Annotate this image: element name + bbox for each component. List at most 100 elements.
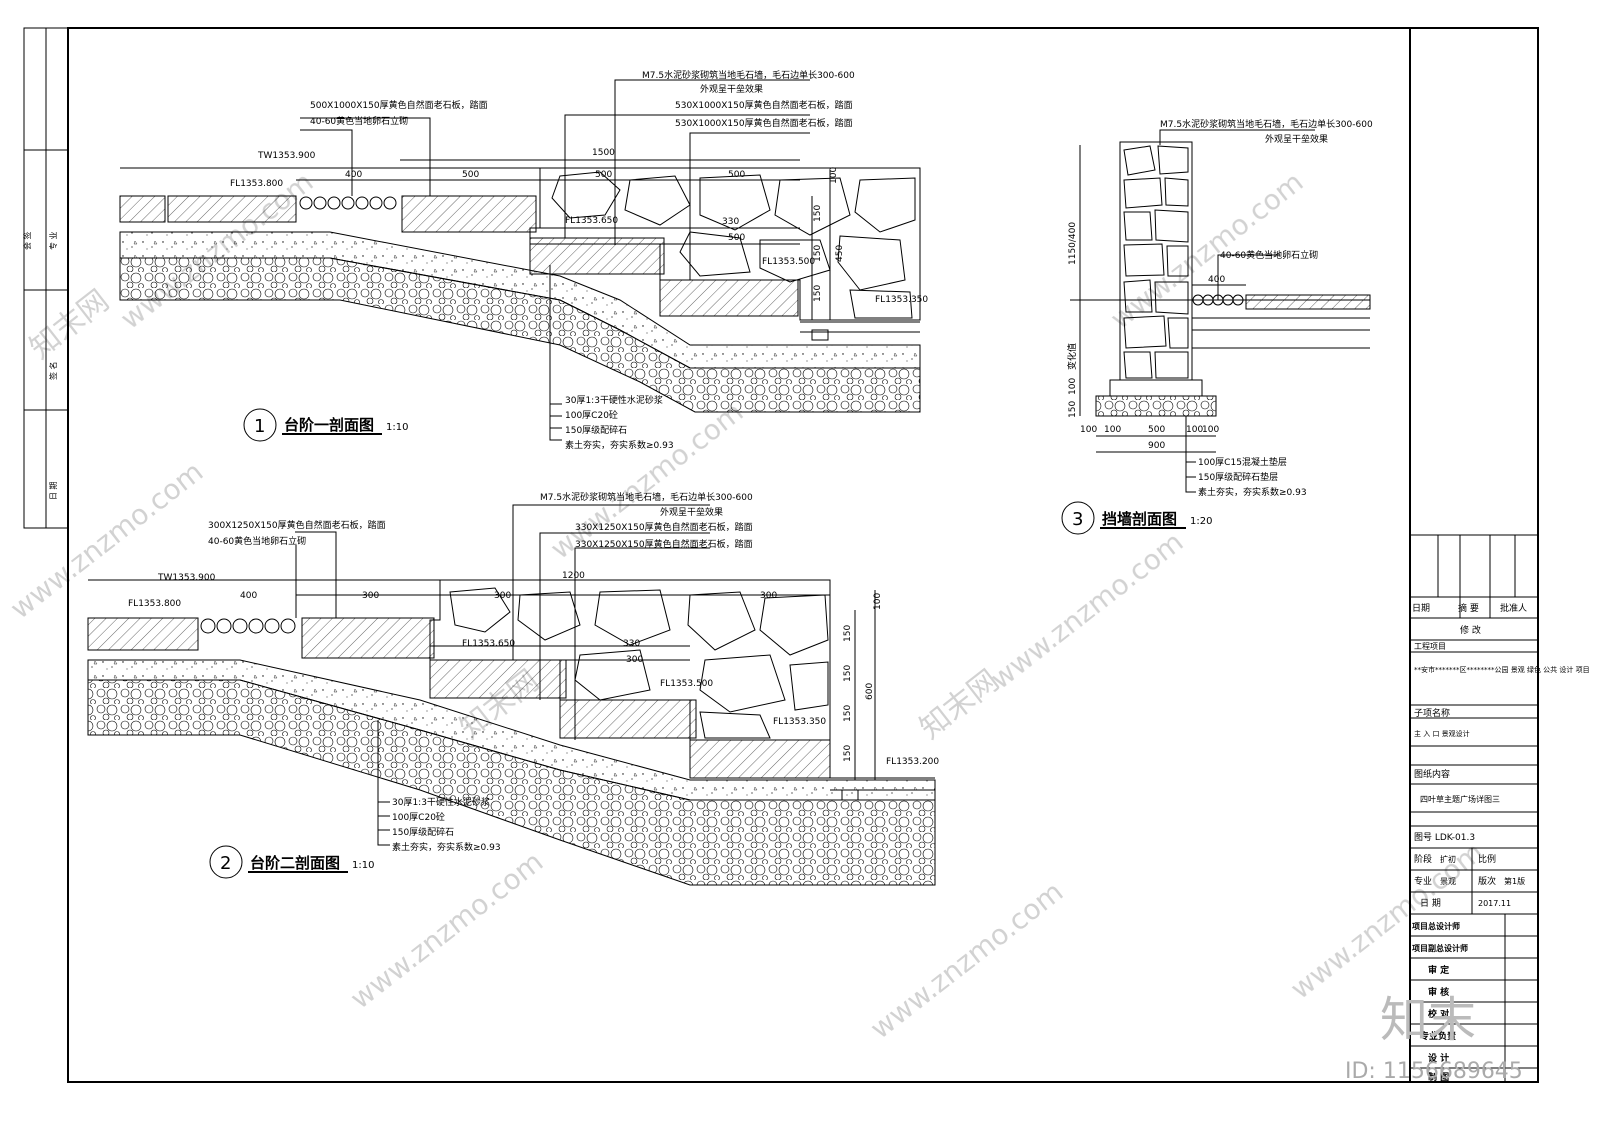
s3-note-soil: 素土夯实，夯实系数≥0.93 [1198,486,1307,498]
s3-note-concrete: 100厚C15混凝土垫层 [1198,456,1287,468]
strip-label-countersign: 会 签 [22,231,32,250]
paver-left-b [167,195,297,223]
tb-role-design: 设 计 [1428,1052,1449,1064]
s2-step-2-slab [429,659,567,699]
s1-note-pebble: 40-60黄色当地卵石立砌 [310,115,408,127]
s1-dim-i: 150 [813,245,823,262]
s2-note-slab-1: 300X1250X150厚黄色自然面老石板，踏面 [208,519,386,531]
s2-dim-h: 150 [843,625,853,642]
s1-note-slab-1: 500X1000X150厚黄色自然面老石板，踏面 [310,99,488,111]
s2-scale: 1:10 [352,860,374,871]
s1-elev-tw: TW1353.900 [257,151,316,161]
tb-discipline-value: 景观 [1440,877,1456,886]
s2-elev-1: FL1353.800 [128,599,181,609]
s1-note-slab-3: 530X1000X150厚黄色自然面老石板，踏面 [675,117,853,129]
section-2 [87,504,936,886]
s2-dim-a: 400 [240,591,257,601]
tb-version-value: 第1版 [1504,876,1525,886]
s2-dim-f: 300 [626,655,643,665]
s1-note-slab-2: 530X1000X150厚黄色自然面老石板，踏面 [675,99,853,111]
s1-dim-f: 500 [728,233,745,243]
tb-role-approve: 审 定 [1428,964,1450,976]
s2-dim-g: 100 [873,593,883,610]
s1-scale: 1:10 [386,422,408,433]
s2-dim-j: 150 [843,705,853,722]
section-3-bubble [1061,501,1095,535]
tb-date-label: 日 期 [1420,898,1441,909]
s2-paver-left [87,617,199,651]
s2-dim-total: 1200 [562,571,585,581]
tb-role-lead: 专业负责 [1420,1030,1456,1042]
s2-note-slab-2: 330X1250X150厚黄色自然面老石板，踏面 [575,521,753,533]
s2-note-concrete: 100厚C20砼 [392,811,445,823]
s2-dim-l: 600 [865,683,875,700]
tb-role-chief: 项目总设计师 [1412,921,1460,931]
watermark-brand-3: 知末网 [913,663,1005,746]
s2-step-3-slab [559,699,697,739]
s1-dim-a: 400 [345,170,362,180]
sheet-border [67,27,1539,1083]
s3-scale: 1:20 [1190,516,1212,527]
tb-rev-title: 修 改 [1460,624,1481,636]
s3-dim-w5: 100 [1202,425,1219,435]
s2-note-soil: 素土夯实，夯实系数≥0.93 [392,841,501,853]
tb-date-value: 2017.11 [1478,899,1511,908]
strip-label-date: 日 期 [49,481,58,500]
tb-project-value: **安市*******区********公园 景观 绿色 公共 设计 项目 [1414,665,1590,674]
s3-dim-w3: 500 [1148,425,1165,435]
s2-note-gravel: 150厚级配碎石 [392,826,454,838]
s3-dim-w-total: 900 [1148,441,1165,451]
s1-elev-4: FL1353.350 [875,295,928,305]
s2-elev-3: FL1353.500 [660,679,713,689]
tb-discipline-label: 专业 [1414,875,1432,887]
paver-left-a [119,195,166,223]
s2-dim-e: 330 [623,639,640,649]
section-1-bubble [243,408,277,442]
step-2-slab [529,237,665,275]
s2-step-1-slab [301,617,435,659]
tb-drawing-no: 图号 LDK-01.3 [1414,832,1475,843]
s1-dim-e: 330 [722,217,739,227]
s1-dim-j: 150 [813,285,823,302]
strip-label-discipline: 专 业 [48,231,58,250]
s2-note-pebble: 40-60黄色当地卵石立砌 [208,535,306,547]
concrete-layer [119,231,921,369]
tb-subitem-label: 子项名称 [1414,707,1450,719]
s1-note-gravel: 150厚级配碎石 [565,424,627,436]
s3-title: 挡墙剖面图 [1102,510,1177,528]
tb-role-deputy: 项目副总设计师 [1412,943,1468,953]
section-1 [119,79,921,442]
s3-note-wall: M7.5水泥砂浆砌筑当地毛石墙，毛石边单长300-600 [1160,118,1373,130]
tb-stage-label: 阶段 [1414,853,1432,865]
title-block [1409,28,1538,1082]
step-3-slab [659,279,799,317]
s1-note-soil: 素土夯实，夯实系数≥0.93 [565,439,674,451]
s3-dim-var: 变化值 [1066,343,1078,370]
tb-subitem-value: 主 入 口 景观设计 [1414,729,1470,738]
s1-dim-g: 100 [829,167,839,184]
s3-dim-w2: 100 [1104,425,1121,435]
s2-note-slab-3: 330X1250X150厚黄色自然面老石板，踏面 [575,538,753,550]
s2-number: 2 [220,853,231,874]
s3-dim-height: 1150/400 [1068,222,1078,265]
s1-dim-d: 500 [728,170,745,180]
tb-summary-header: 摘 要 [1458,602,1479,614]
tb-stage-value: 扩初 [1440,854,1456,864]
s3-number: 3 [1072,509,1083,530]
watermark-5: www.znzmo.com [984,525,1189,696]
watermark-4: www.znzmo.com [344,845,549,1016]
tb-scale-label: 比例 [1478,853,1496,865]
s2-dim-c: 300 [494,591,511,601]
s1-elev-2: FL1353.650 [565,216,618,226]
s1-number: 1 [254,416,265,437]
s3-dim-w4: 100 [1186,425,1203,435]
s2-elev-2: FL1353.650 [462,639,515,649]
s3-note-gravel: 150厚级配碎石垫层 [1198,471,1278,483]
s2-elev-5: FL1353.200 [886,757,939,767]
s2-dim-i: 150 [843,665,853,682]
strip-label-signature: 签 名 [48,361,58,380]
watermark-brand-1: 知末网 [23,283,115,366]
s2-dim-d: 300 [760,591,777,601]
s1-elev-1: FL1353.800 [230,179,283,189]
